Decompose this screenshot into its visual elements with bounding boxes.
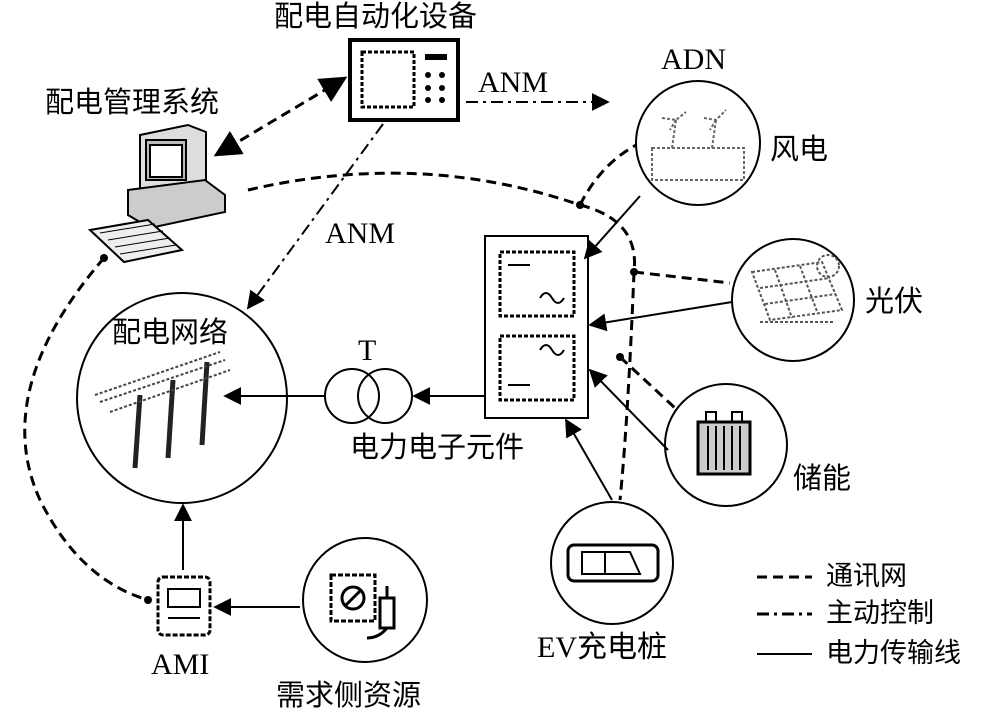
car-icon <box>566 543 660 583</box>
label-dms: 配电管理系统 <box>45 85 220 119</box>
legend-item-power-line: 电力传输线 <box>826 638 961 669</box>
label-adn: ADN <box>661 43 726 76</box>
label-da-equipment: 配电自动化设备 <box>274 0 478 33</box>
solar-panel-icon <box>750 254 844 323</box>
legend-item-communication: 通讯网 <box>826 561 907 592</box>
active-control-lines <box>246 93 610 310</box>
label-transformer: T <box>358 334 377 367</box>
label-demand: 需求侧资源 <box>276 678 422 712</box>
power-transmission-lines <box>174 195 733 616</box>
label-storage: 储能 <box>793 461 852 495</box>
label-ev: EV充电桩 <box>537 631 667 664</box>
label-wind: 风电 <box>770 132 829 166</box>
label-anm-mid: ANM <box>325 217 396 250</box>
ami-meter-icon <box>156 575 212 637</box>
power-electronics-box <box>484 235 589 419</box>
legend-swatches <box>757 575 812 655</box>
power-lines-icon <box>132 361 210 469</box>
communication-lines <box>23 76 731 602</box>
label-network: 配电网络 <box>112 315 229 349</box>
legend-item-active-control: 主动控制 <box>826 598 934 629</box>
storage-circle <box>664 383 788 507</box>
da-equipment-icon <box>348 38 460 122</box>
wind-turbine-icon <box>651 109 745 181</box>
ev-circle <box>550 501 674 625</box>
label-pv: 光伏 <box>865 284 924 318</box>
label-power-electronics: 电力电子元件 <box>350 430 525 464</box>
network-circle <box>76 292 288 504</box>
label-anm-top: ANM <box>478 66 549 99</box>
meter-icon <box>329 573 396 640</box>
demand-circle <box>302 537 428 663</box>
transformer-symbol <box>324 368 413 424</box>
pv-circle <box>731 238 855 362</box>
adn-wind-circle <box>635 80 761 206</box>
battery-icon <box>696 411 752 476</box>
label-ami: AMI <box>151 648 210 681</box>
computer-icon <box>87 123 226 264</box>
